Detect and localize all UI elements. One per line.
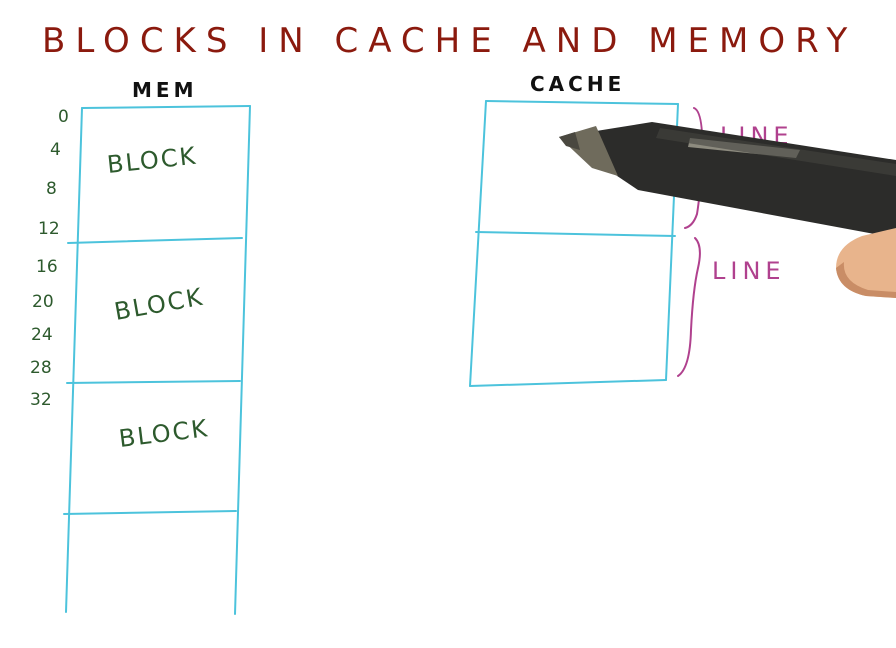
cache-bottom-border (469, 379, 667, 387)
memory-left-border (65, 107, 83, 613)
address-label: 28 (30, 358, 52, 378)
memory-column (63, 105, 251, 615)
memory-divider-3 (63, 510, 237, 515)
memory-block-label: BLOCK (112, 283, 206, 326)
address-label: 4 (50, 140, 61, 160)
address-label: 12 (38, 219, 60, 239)
hand-finger-icon (836, 228, 896, 298)
diagram-title: BLOCKS IN CACHE AND MEMORY (42, 21, 857, 61)
cache-top-border (485, 100, 679, 105)
stylus-pen-icon (559, 122, 896, 238)
memory-address-list: 0 4 8 12 16 20 24 28 32 (30, 107, 69, 410)
memory-block-label: BLOCK (117, 414, 210, 453)
memory-divider-2 (66, 380, 241, 384)
address-label: 0 (58, 107, 69, 127)
cache-left-border (469, 100, 487, 387)
address-label: 16 (36, 257, 58, 277)
cache-divider (475, 231, 676, 237)
memory-right-border (234, 105, 251, 615)
address-label: 20 (32, 292, 54, 312)
memory-divider-1 (67, 237, 243, 244)
line-brace-2 (677, 237, 701, 377)
memory-header: MEM (132, 78, 197, 102)
memory-block-label: BLOCK (106, 142, 199, 179)
memory-top-border (81, 105, 251, 109)
address-label: 32 (30, 390, 52, 410)
address-label: 8 (46, 179, 57, 199)
cache-line-label: LINE (712, 257, 786, 285)
address-label: 24 (31, 325, 53, 345)
cache-header: CACHE (530, 72, 625, 96)
